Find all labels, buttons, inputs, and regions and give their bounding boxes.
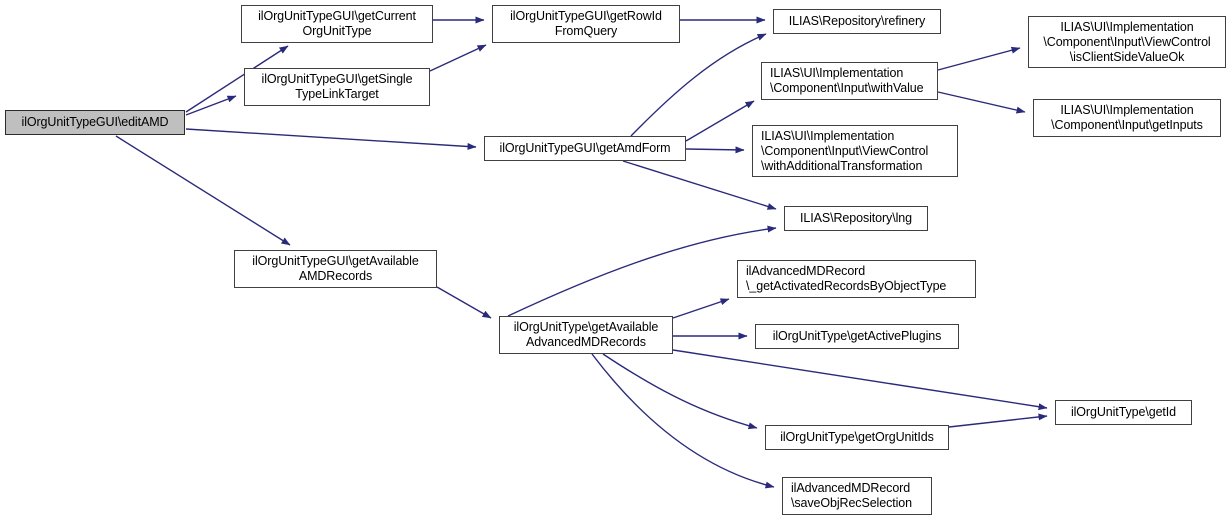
node-isclientsidevalueok[interactable]: ILIAS\UI\Implementation \Component\Input… [1028, 16, 1226, 68]
node-saveobjrecselection[interactable]: ilAdvancedMDRecord \saveObjRecSelection [782, 477, 932, 515]
edge-withvalue-getinputs [937, 91, 1026, 114]
node-label: ilOrgUnitTypeGUI\getSingle TypeLinkTarge… [261, 72, 413, 101]
edge-getavailableadvancedmdrecords-saveobjrecselection [591, 353, 775, 489]
node-label: ilOrgUnitTypeGUI\getAmdForm [499, 141, 671, 155]
node-label: ilOrgUnitTypeGUI\getCurrent OrgUnitType [258, 9, 416, 38]
edge-editamd-getamdform [185, 128, 477, 150]
node-getid[interactable]: ilOrgUnitType\getId [1055, 400, 1192, 425]
node-label: ilOrgUnitType\getOrgUnitIds [780, 430, 934, 444]
node-getrowidfromquery[interactable]: ilOrgUnitTypeGUI\getRowId FromQuery [492, 5, 680, 43]
node-label: ilOrgUnitTypeGUI\getRowId FromQuery [510, 9, 662, 38]
node-label: ilAdvancedMDRecord \_getActivatedRecords… [746, 264, 947, 293]
node-label: ilOrgUnitTypeGUI\editAMD [21, 115, 169, 129]
node-getcurrentorgunittype[interactable]: ilOrgUnitTypeGUI\getCurrent OrgUnitType [241, 5, 433, 43]
node-getactiveplugins[interactable]: ilOrgUnitType\getActivePlugins [755, 324, 959, 349]
node-getamdform[interactable]: ilOrgUnitTypeGUI\getAmdForm [484, 136, 686, 161]
edge-getavailableadvancedmdrecords-getorgunitids [602, 353, 758, 430]
node-label: ILIAS\UI\Implementation \Component\Input… [1051, 103, 1203, 132]
node-label: ilOrgUnitType\getActivePlugins [772, 329, 942, 343]
node-getactivatedrecordsbyobjecttype[interactable]: ilAdvancedMDRecord \_getActivatedRecords… [737, 260, 976, 298]
edge-getamdform-withadditionaltransformation [685, 146, 745, 154]
node-withadditionaltransformation[interactable]: ILIAS\UI\Implementation \Component\Input… [752, 125, 958, 177]
edge-getavailableadvancedmdrecords-lng [507, 225, 777, 317]
node-label: ilOrgUnitTypeGUI\getAvailable AMDRecords [252, 254, 419, 283]
node-label: ilOrgUnitType\getId [1070, 405, 1177, 419]
edge-withvalue-isclientsidevalueok [937, 46, 1021, 71]
node-label: ILIAS\UI\Implementation \Component\Input… [1043, 19, 1211, 64]
node-label: ilOrgUnitType\getAvailable AdvancedMDRec… [513, 320, 659, 349]
node-getsingletypelinktarget[interactable]: ilOrgUnitTypeGUI\getSingle TypeLinkTarge… [244, 68, 430, 106]
edge-editamd-getavailableamdrecords [115, 135, 291, 246]
edge-getamdform-withvalue [685, 100, 755, 142]
node-label: ILIAS\Repository\refinery [788, 14, 926, 28]
edge-getavailableadvancedmdrecords-getactivatedrecordsbyobjecttype [672, 298, 730, 319]
edge-getorgunitids-getid [948, 413, 1048, 428]
node-getavailableadvancedmdrecords[interactable]: ilOrgUnitType\getAvailable AdvancedMDRec… [499, 316, 673, 354]
node-lng[interactable]: ILIAS\Repository\lng [784, 206, 928, 231]
node-getorgunitids[interactable]: ilOrgUnitType\getOrgUnitIds [765, 425, 949, 450]
edge-getavailableamdrecords-getavailableadvancedmdrecords [436, 286, 492, 319]
edge-editamd-getsingletypelinktarget [185, 95, 237, 116]
node-withvalue[interactable]: ILIAS\UI\Implementation \Component\Input… [761, 62, 938, 100]
edge-getsingletypelinktarget-getrowidfromquery [429, 44, 487, 72]
node-refinery[interactable]: ILIAS\Repository\refinery [773, 9, 941, 34]
edge-getamdform-refinery [630, 33, 767, 137]
node-getinputs[interactable]: ILIAS\UI\Implementation \Component\Input… [1033, 99, 1221, 137]
node-label: ILIAS\UI\Implementation \Component\Input… [770, 66, 924, 95]
node-label: ILIAS\UI\Implementation \Component\Input… [761, 128, 929, 173]
node-editamd[interactable]: ilOrgUnitTypeGUI\editAMD [5, 110, 185, 135]
node-label: ILIAS\Repository\lng [800, 211, 912, 225]
node-getavailableamdrecords[interactable]: ilOrgUnitTypeGUI\getAvailable AMDRecords [234, 250, 437, 288]
edge-getavailableadvancedmdrecords-getid [672, 349, 1048, 411]
node-label: ilAdvancedMDRecord \saveObjRecSelection [791, 481, 912, 510]
